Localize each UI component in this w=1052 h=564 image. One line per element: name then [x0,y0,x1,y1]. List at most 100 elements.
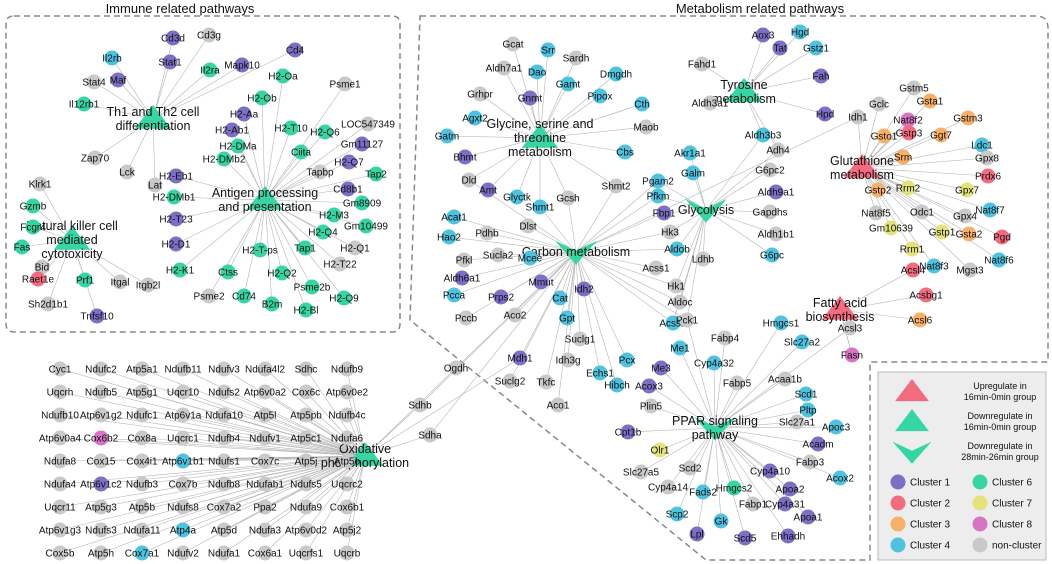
gene-label: Scd1 [795,390,818,401]
gene-node-circle [496,60,512,76]
gene-label: Gm11127 [341,140,384,151]
edge [839,309,921,321]
gene-label: Ndufa4l2 [245,365,285,376]
gene-node-circle [52,407,68,423]
gene-node: Cd74 [232,288,256,304]
gene-node: Cox7b [169,476,198,492]
legend-shape-text: Downregulate in [967,441,1032,451]
gene-node: Acadm [802,436,834,452]
gene-label: H2-Q6 [310,128,340,139]
gene-node-circle [810,436,826,452]
gene-node: Atp4a [170,522,197,538]
edge [243,113,266,201]
gene-node: Srr [540,42,556,58]
gene-node: Cyc1 [49,361,72,377]
gene-node-circle [52,522,68,538]
gene-label: Suclg1 [565,335,596,346]
gene-node-circle [737,530,753,546]
gene-node: Cyp4a14 [648,479,688,495]
gene-label: Nat8f3 [919,262,949,273]
gene-node: Apoa1 [794,509,823,525]
edge [714,427,811,463]
gene-label: Aldh1b1 [758,230,795,241]
edge [714,382,738,429]
legend-cluster-text: Cluster 2 [910,499,950,510]
legend-cluster: Cluster 6 [972,474,1032,490]
hub-label: Carbon metabolism [522,245,630,259]
gene-node-circle [168,236,184,252]
gene-node-circle [808,40,824,56]
gene-node: Ndufa6 [331,430,364,446]
edge [305,455,366,554]
gene-node: Hpd [816,106,834,122]
gene-node: Ndufa3 [249,522,282,538]
gene-label: Tkfc [537,378,556,389]
gene-node-circle [773,315,789,331]
legend-cluster: Cluster 4 [890,537,950,553]
gene-label: Cox7b [169,480,198,491]
gene-node: Gnmt [518,90,542,106]
gene-node-circle [358,218,374,234]
gene-node-circle [576,281,592,297]
gene-node: Lpl [689,526,705,542]
edge [861,87,915,169]
gene-node: Ndufa4 [44,476,77,492]
gene-node-circle [457,149,473,165]
gene-node-circle [298,430,314,446]
gene-node: Cd3g [197,27,221,43]
gene-node-circle [550,397,566,413]
gene-node-circle [762,463,778,479]
gene-node: Echs1 [586,365,614,381]
gene-label: Gapdhs [752,208,787,219]
gene-node-circle [304,279,320,295]
gene-label: Scp2 [666,510,689,521]
gene-label: Hgd [791,28,809,39]
edge [861,100,931,169]
gene-node-circle [634,96,650,112]
gene-label: H2-T23 [159,215,193,226]
gene-node: Gm11127 [341,136,384,152]
gene-node: Aco2 [504,307,527,323]
gene-node-circle [110,72,126,88]
edge [152,118,156,186]
gene-node: Ndufs5 [290,476,322,492]
hub-marker-down [346,442,384,466]
gene-node-circle [643,398,659,414]
gene-node: Atp6v0d2 [285,522,328,538]
gene-label: G6pc2 [755,166,785,177]
edge [861,167,1000,261]
gene-label: Ndufc1 [126,411,158,422]
gene-label: Acat1 [441,213,467,224]
edge [446,135,541,139]
gene-node: Atp5j2 [333,522,362,538]
gene-node-circle [672,340,688,356]
gene-label: Gsta2 [956,230,983,241]
gene-label: Gsto1 [871,132,898,143]
gene-label: Aldh9a1 [758,188,795,199]
gene-label: Nat8f7 [975,206,1005,217]
gene-node-circle [257,545,273,561]
gene-node: Hao2 [437,229,461,245]
gene-label: Rrm2 [896,184,921,195]
gene-label: Gstp2 [865,186,892,197]
gene-node: Sh2d1b1 [28,296,68,312]
gene-label: Mgst3 [956,266,984,277]
gene-node: Idh2 [574,281,594,297]
gene-node: Gstm3 [953,110,983,126]
gene-label: Acsbg1 [909,291,943,302]
edge [659,427,716,451]
gene-node: Fabp4 [711,330,740,346]
gene-node-circle [236,106,252,122]
gene-label: Ndufs2 [208,388,240,399]
gene-node: Grhpr [467,86,493,102]
gene-node-circle [216,476,232,492]
edge [59,455,366,531]
gene-label: Cyp4a14 [648,483,688,494]
gene-node: Stat4 [82,74,106,90]
gene-node-circle [512,350,528,366]
gene-node-circle [254,90,270,106]
gene-label: Adh4 [766,146,790,157]
edge [264,199,273,305]
gene-node-circle [134,384,150,400]
